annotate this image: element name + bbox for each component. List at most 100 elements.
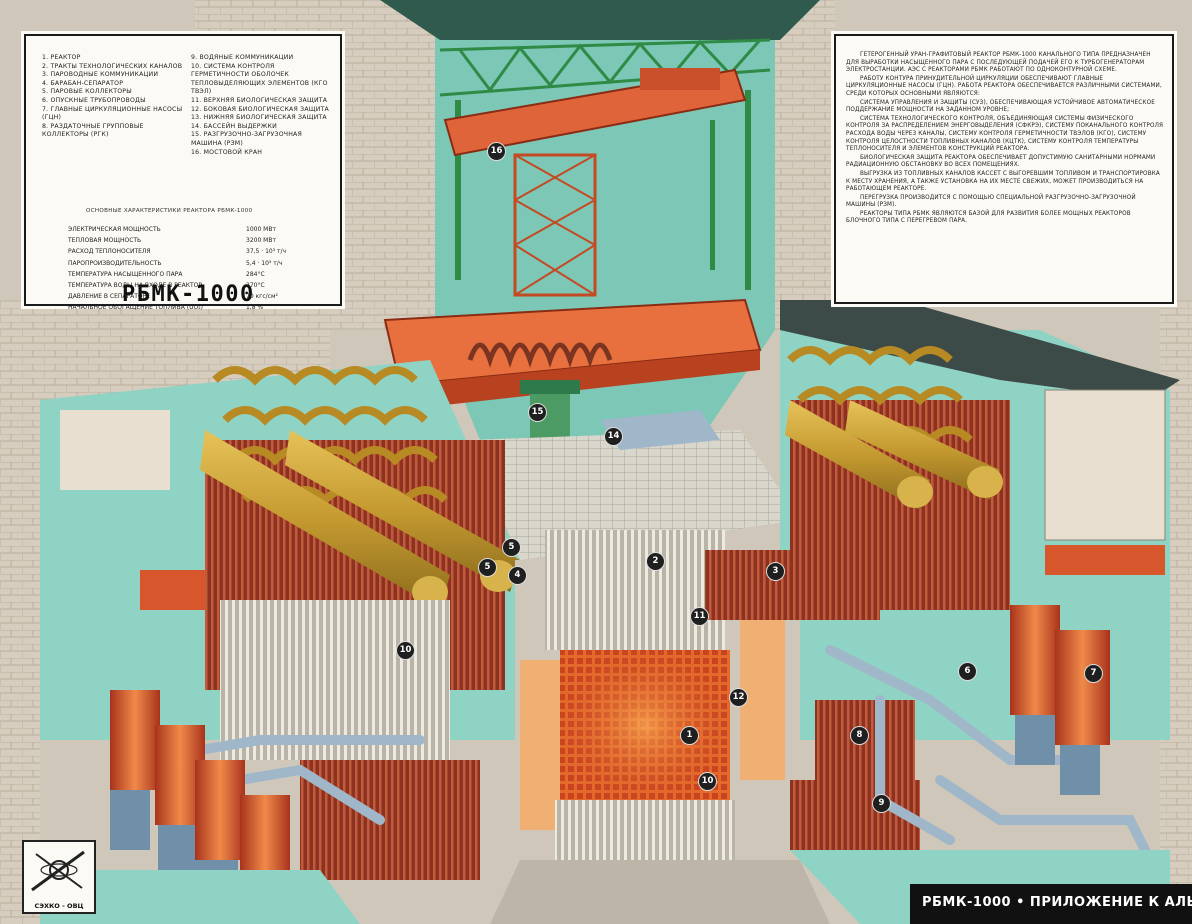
- characteristic-row: РАСХОД ТЕПЛОНОСИТЕЛЯ 37,5 · 10³ т/ч: [68, 246, 318, 257]
- legend-item: 16. МОСТОВОЙ КРАН: [191, 148, 263, 156]
- characteristic-row: ДАВЛЕНИЕ В СЕПАРАТОРЕ 70 кгс/см²: [68, 291, 318, 302]
- characteristic-value: 70 кгс/см²: [246, 293, 278, 301]
- model-title: РБМК-1000: [122, 282, 255, 307]
- legend-item: 5. ПАРОВЫЕ КОЛЛЕКТОРЫ: [42, 88, 132, 96]
- spent-fuel-pool-floor: [600, 410, 720, 450]
- callout-1: 1: [680, 726, 699, 745]
- footer-caption-bar: РБМК-1000 • ПРИЛОЖЕНИЕ К АЛЬБОМУ: [910, 884, 1192, 924]
- description-paragraph: РЕАКТОРЫ ТИПА РБМК ЯВЛЯЮТСЯ БАЗОЙ ДЛЯ РА…: [846, 210, 1131, 225]
- publisher-emblem-icon: [31, 850, 85, 892]
- description-paragraph: ПЕРЕГРУЗКА ПРОИЗВОДИТСЯ С ПОМОЩЬЮ СПЕЦИА…: [846, 194, 1136, 209]
- publisher-logo: СЭХКО - ОВЦ: [22, 840, 96, 914]
- description-paragraph: БИОЛОГИЧЕСКАЯ ЗАЩИТА РЕАКТОРА ОБЕСПЕЧИВА…: [846, 154, 1156, 169]
- callout-10b: 10: [698, 772, 717, 791]
- characteristic-label: ЭЛЕКТРИЧЕСКАЯ МОЩНОСТЬ: [68, 226, 161, 233]
- right-room-roof: [780, 300, 1180, 400]
- description-text: ГЕТЕРОГЕННЫЙ УРАН-ГРАФИТОВЫЙ РЕАКТОР РБМ…: [846, 52, 1164, 227]
- lower-left-floor: [40, 870, 360, 924]
- callout-15: 15: [528, 403, 547, 422]
- legend-item: 2. ТРАКТЫ ТЕХНОЛОГИЧЕСКИХ КАНАЛОВ: [42, 62, 183, 70]
- characteristic-label: ТЕМПЕРАТУРА ВОДЫ НА ВХОДЕ В РЕАКТОР: [68, 282, 202, 290]
- lower-left-headers: [300, 760, 480, 880]
- callout-5a: 5: [502, 538, 521, 557]
- characteristic-row: НАЧАЛЬНОЕ ОБОГАЩЕНИЕ ТОПЛИВА (UO₂) 1,8 %: [68, 302, 318, 313]
- legend-column-left: 1. РЕАКТОР 2. ТРАКТЫ ТЕХНОЛОГИЧЕСКИХ КАН…: [42, 54, 183, 157]
- hall-roof: [380, 0, 820, 40]
- gantry-coils: [467, 342, 613, 368]
- characteristic-row: ПАРОПРОИЗВОДИТЕЛЬНОСТЬ 5,4 · 10³ т/ч: [68, 258, 318, 269]
- callout-9: 9: [872, 794, 891, 813]
- upper-right-wall: [775, 0, 835, 330]
- legend-item: 15. РАЗГРУЗОЧНО-ЗАГРУЗОЧНАЯ МАШИНА (РЗМ): [191, 131, 302, 147]
- characteristic-value: 1000 МВт: [246, 226, 276, 233]
- left-room-shelf: [60, 410, 170, 490]
- coolant-pipes: [135, 645, 1155, 865]
- callout-7: 7: [1084, 664, 1103, 683]
- hall-columns: [455, 90, 751, 290]
- characteristic-label: НАЧАЛЬНОЕ ОБОГАЩЕНИЕ ТОПЛИВА (UO₂): [68, 304, 203, 312]
- characteristic-value: 284°С: [246, 270, 265, 278]
- right-shelving: [1044, 389, 1166, 541]
- callout-11: 11: [690, 607, 709, 626]
- characteristic-value: 1,8 %: [246, 304, 264, 312]
- callout-10a: 10: [396, 641, 415, 660]
- legend-item: 7. ГЛАВНЫЕ ЦИРКУЛЯЦИОННЫЕ НАСОСЫ (ГЦН): [42, 105, 183, 122]
- legend-item: 13. НИЖНЯЯ БИОЛОГИЧЕСКАЯ ЗАЩИТА: [191, 114, 327, 122]
- description-paragraph: ГЕТЕРОГЕННЫЙ УРАН-ГРАФИТОВЫЙ РЕАКТОР РБМ…: [846, 52, 1151, 74]
- characteristic-label: РАСХОД ТЕПЛОНОСИТЕЛЯ: [68, 248, 151, 256]
- characteristic-row: ТЕМПЕРАТУРА ВОДЫ НА ВХОДЕ В РЕАКТОР 270°С: [68, 280, 318, 291]
- legend-item: 9. ВОДЯНЫЕ КОММУНИКАЦИИ: [191, 54, 294, 61]
- bridge-crane: [443, 68, 747, 157]
- description-paragraph: ВЫГРУЗКА ИЗ ТОПЛИВНЫХ КАНАЛОВ КАССЕТ С В…: [846, 170, 1160, 193]
- legend-item: 11. ВЕРХНЯЯ БИОЛОГИЧЕСКАЯ ЗАЩИТА: [191, 96, 328, 104]
- crane-trolley: [640, 68, 720, 90]
- legend-item: 14. БАССЕЙН ВЫДЕРЖКИ: [191, 122, 277, 130]
- characteristic-label: ДАВЛЕНИЕ В СЕПАРАТОРЕ: [68, 293, 151, 301]
- legend-item: 4. БАРАБАН-СЕПАРАТОР: [42, 79, 124, 87]
- characteristic-row: ТЕМПЕРАТУРА НАСЫЩЕННОГО ПАРА 284°С: [68, 269, 318, 280]
- characteristic-row: ЭЛЕКТРИЧЕСКАЯ МОЩНОСТЬ 1000 МВт: [68, 224, 318, 235]
- callout-5b: 5: [478, 558, 497, 577]
- characteristic-value: 3200 МВт: [246, 237, 276, 245]
- core-lower-channels: [555, 800, 735, 860]
- characteristic-label: ТЕПЛОВАЯ МОЩНОСТЬ: [68, 237, 142, 245]
- left-drum-separators: [200, 430, 520, 610]
- characteristic-label: ТЕМПЕРАТУРА НАСЫЩЕННОГО ПАРА: [68, 270, 183, 278]
- core-side-shield-right: [740, 600, 785, 780]
- characteristics-title: ОСНОВНЫЕ ХАРАКТЕРИСТИКИ РЕАКТОРА РБМК-10…: [86, 208, 253, 214]
- legend-item: 12. БОКОВАЯ БИОЛОГИЧЕСКАЯ ЗАЩИТА: [191, 105, 329, 113]
- characteristic-value: 270°С: [246, 282, 265, 290]
- description-paragraph: РАБОТУ КОНТУРА ПРИНУДИТЕЛЬНОЙ ЦИРКУЛЯЦИИ…: [846, 75, 1162, 97]
- characteristic-value: 5,4 · 10³ т/ч: [246, 259, 283, 267]
- reactor-upper-channels: [545, 530, 725, 650]
- publisher-logo-text: СЭХКО - ОВЦ: [34, 902, 84, 910]
- legend-panel: 1. РЕАКТОР 2. ТРАКТЫ ТЕХНОЛОГИЧЕСКИХ КАН…: [24, 34, 342, 311]
- right-drum-separators: [785, 400, 1003, 510]
- callout-14: 14: [604, 427, 623, 446]
- characteristic-value: 37,5 · 10³ т/ч: [246, 248, 287, 256]
- rzm-green-cap: [520, 380, 580, 394]
- refuelling-tower-bracing: [514, 154, 596, 296]
- legend-item: 8. РАЗДАТОЧНЫЕ ГРУППОВЫЕ КОЛЛЕКТОРЫ (РГК…: [42, 122, 144, 139]
- description-panel: ГЕТЕРОГЕННЫЙ УРАН-ГРАФИТОВЫЙ РЕАКТОР РБМ…: [834, 34, 1174, 304]
- left-small-crane: [140, 570, 210, 610]
- callout-16: 16: [487, 142, 506, 161]
- legend-column-right: 9. ВОДЯНЫЕ КОММУНИКАЦИИ 10. СИСТЕМА КОНТ…: [191, 54, 332, 157]
- legend-item: 6. ОПУСКНЫЕ ТРУБОПРОВОДЫ: [42, 96, 146, 104]
- legend-item: 3. ПАРОВОДНЫЕ КОММУНИКАЦИИ: [42, 71, 159, 79]
- right-small-crane: [1045, 545, 1165, 575]
- description-paragraph: СИСТЕМА ТЕХНОЛОГИЧЕСКОГО КОНТРОЛЯ, ОБЪЕД…: [846, 115, 1164, 153]
- steam-water-pipes-right: [790, 540, 880, 620]
- legend-item: 1. РЕАКТОР: [42, 54, 81, 61]
- callout-2: 2: [646, 552, 665, 571]
- callout-3: 3: [766, 562, 785, 581]
- right-mcp-pumps: [1010, 605, 1110, 795]
- footer-caption: РБМК-1000 • ПРИЛОЖЕНИЕ К АЛЬБОМУ: [922, 895, 1192, 910]
- characteristic-row: ТЕПЛОВАЯ МОЩНОСТЬ 3200 МВт: [68, 235, 318, 246]
- callout-8: 8: [850, 726, 869, 745]
- callout-4: 4: [508, 566, 527, 585]
- refuelling-machine-tower: [513, 153, 597, 297]
- characteristic-label: ПАРОПРОИЗВОДИТЕЛЬНОСТЬ: [68, 259, 162, 267]
- legend-item: 10. СИСТЕМА КОНТРОЛЯ ГЕРМЕТИЧНОСТИ ОБОЛО…: [191, 62, 328, 96]
- reactor-base: [490, 860, 830, 924]
